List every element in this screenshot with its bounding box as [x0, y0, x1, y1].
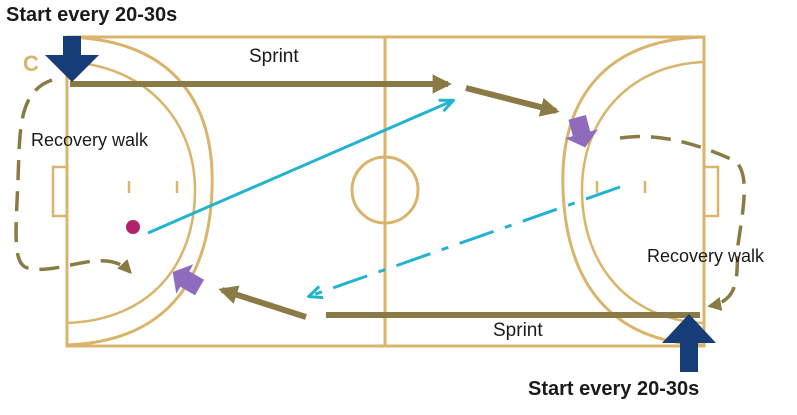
sprint-label-bottom: Sprint	[493, 320, 543, 341]
recovery-walk-label-right: Recovery walk	[647, 246, 765, 266]
start-label-top: Start every 20-30s	[6, 4, 177, 26]
right-goal	[702, 165, 720, 218]
right-goal-area	[561, 35, 705, 347]
start-label-bottom: Start every 20-30s	[528, 378, 699, 400]
bottom-diagonal-run-arrow	[218, 285, 307, 320]
pass-line-dashed	[310, 185, 621, 296]
up-arrow-icon	[662, 314, 716, 372]
ball-icon	[126, 220, 140, 234]
corner-marker-label: C	[23, 51, 39, 76]
purple-turn-arrow-icon	[172, 264, 205, 296]
right-recovery-walk-path	[619, 134, 746, 311]
left-free-throw-line	[66, 60, 197, 325]
down-arrow-icon	[45, 36, 99, 82]
top-diagonal-run-arrow	[465, 85, 560, 117]
recovery-walk-label-left: Recovery walk	[31, 130, 149, 150]
left-recovery-walk-path	[14, 78, 132, 275]
right-free-throw-line	[580, 60, 705, 325]
left-goal	[51, 165, 69, 218]
sprint-label-top: Sprint	[249, 46, 299, 67]
court	[51, 35, 720, 348]
center-circle	[350, 155, 420, 225]
pass-line-solid	[147, 101, 452, 235]
purple-turn-arrow-icon	[565, 115, 598, 148]
left-goal-area	[66, 35, 214, 347]
